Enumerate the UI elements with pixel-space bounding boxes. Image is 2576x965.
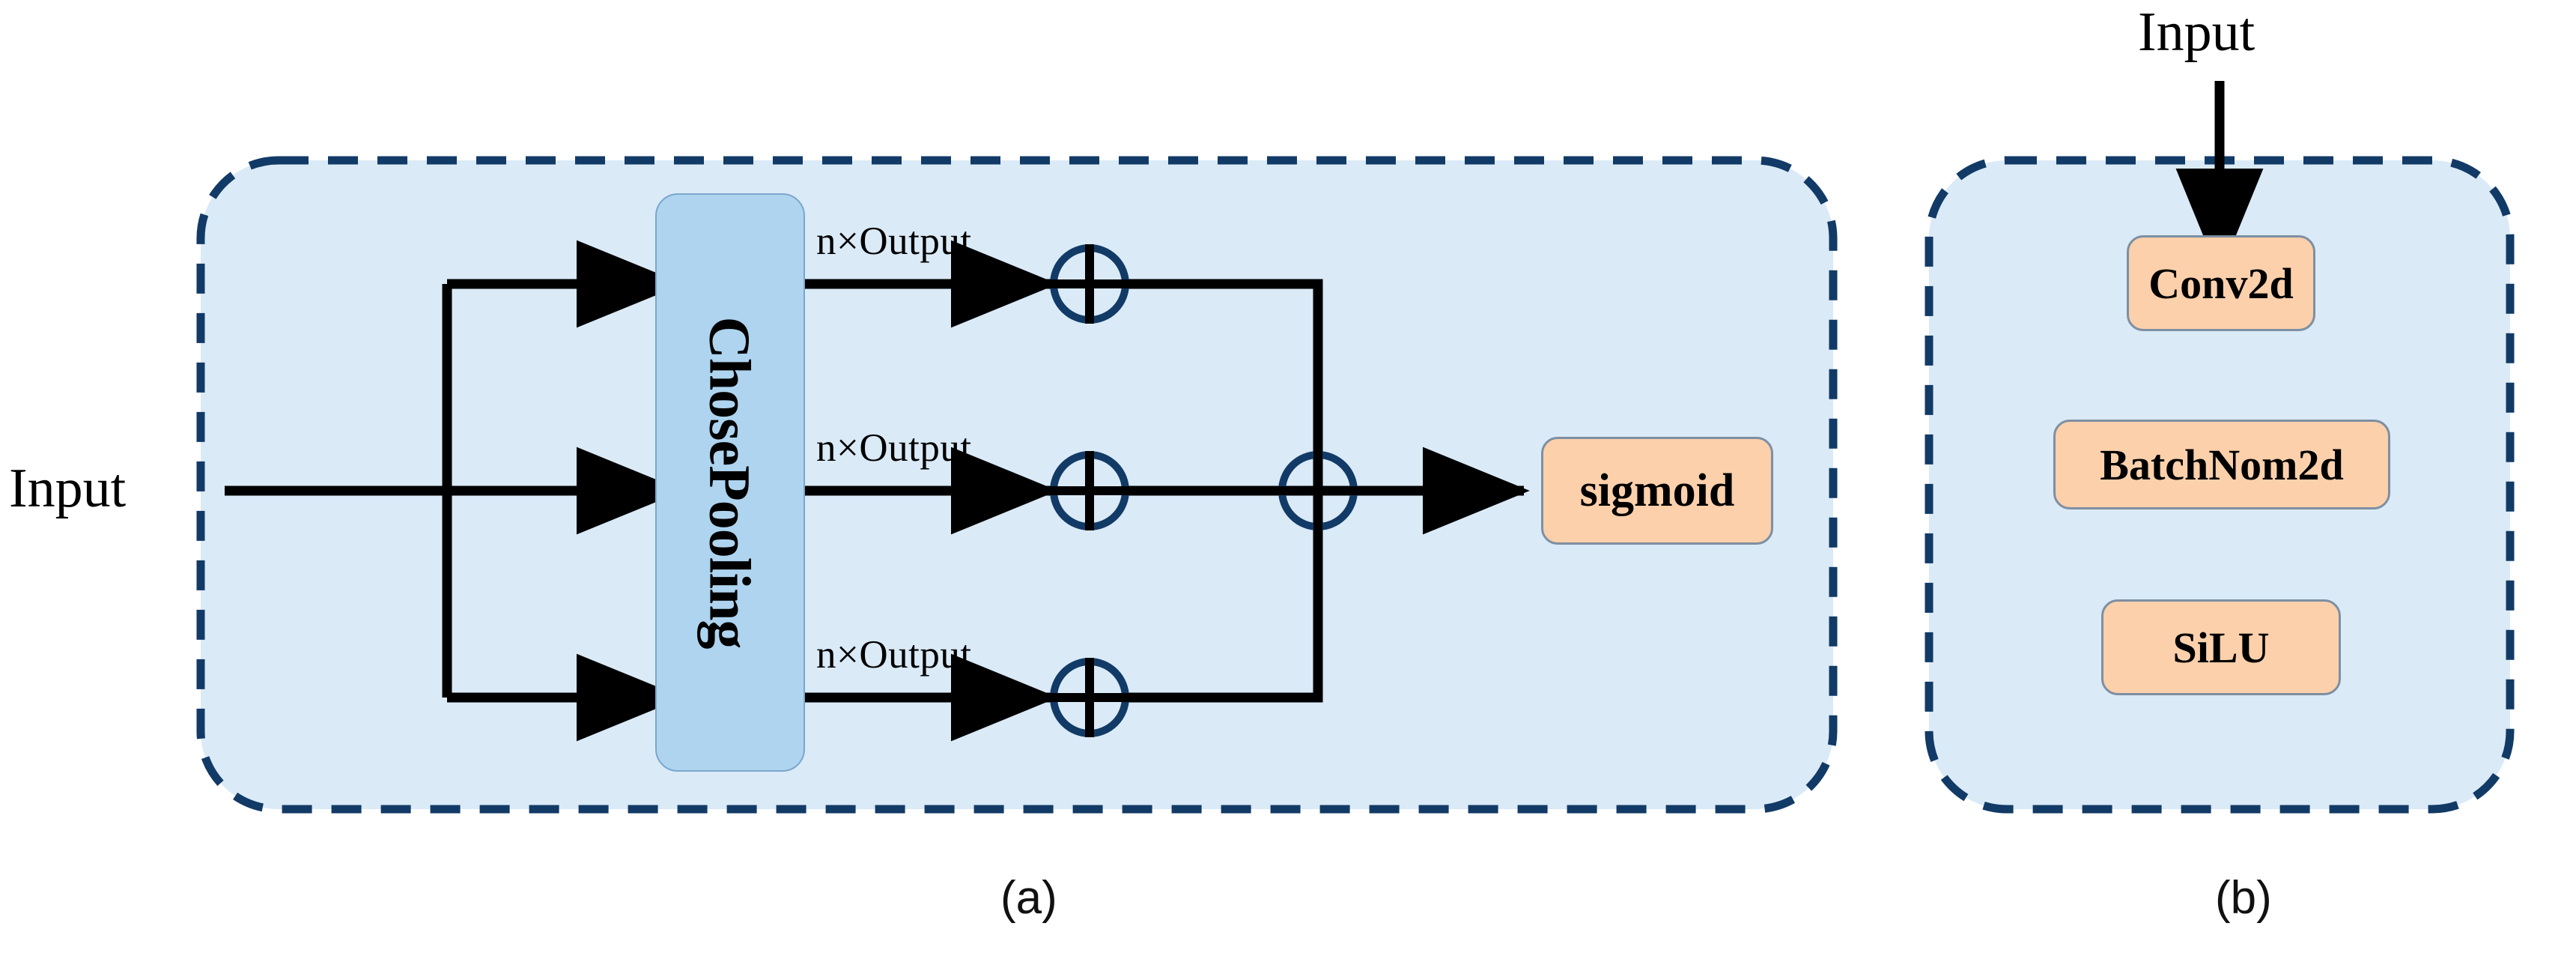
sum-node-merge	[1278, 451, 1358, 530]
panel-b-caption: (b)	[2215, 872, 2272, 924]
panel-a-caption: (a)	[1000, 872, 1057, 924]
branch-label-bottom: n×Output	[816, 633, 972, 677]
sum-node-middle	[1050, 451, 1129, 530]
panel-b-input-label: Input	[2138, 1, 2255, 63]
silu-label: SiLU	[2172, 623, 2270, 672]
chose-pooling-block[interactable]: ChosePooling	[655, 193, 805, 772]
branch-label-top: n×Output	[816, 220, 972, 263]
wire-top-to-merge	[1127, 279, 1323, 491]
sigmoid-block[interactable]: sigmoid	[1541, 437, 1773, 545]
panel-a-input-label: Input	[9, 458, 127, 519]
sum-node-bottom	[1050, 658, 1129, 737]
batchnorm2d-label: BatchNom2d	[2100, 440, 2344, 489]
conv2d-block[interactable]: Conv2d	[2127, 235, 2315, 331]
silu-block[interactable]: SiLU	[2101, 599, 2341, 695]
branch-label-middle: n×Output	[816, 426, 972, 470]
batchnorm2d-block[interactable]: BatchNom2d	[2053, 420, 2390, 509]
chose-pooling-label: ChosePooling	[698, 316, 763, 649]
wire-bottom-to-merge	[1127, 491, 1323, 703]
sigmoid-label: sigmoid	[1579, 465, 1735, 516]
conv2d-label: Conv2d	[2148, 258, 2294, 308]
sum-node-top	[1050, 244, 1129, 324]
